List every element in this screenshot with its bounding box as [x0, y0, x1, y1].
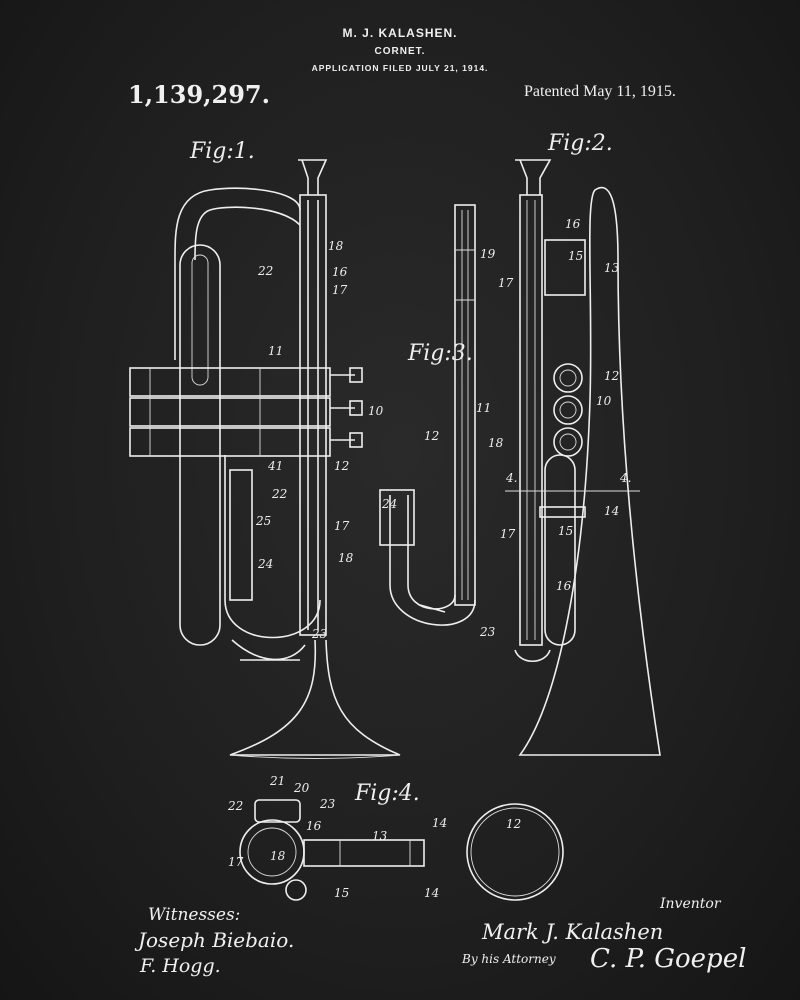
reference-numeral: 13 — [604, 261, 620, 275]
reference-numeral: 19 — [480, 247, 496, 261]
attorney-label: By his Attorney — [462, 952, 556, 966]
reference-numeral: 15 — [568, 249, 583, 263]
witnesses-label: Witnesses: — [148, 905, 241, 925]
attorney-signature: C. P. Goepel — [590, 944, 747, 974]
reference-numeral: 16 — [332, 265, 348, 279]
reference-numeral: 14 — [424, 886, 439, 900]
figure-label-fig2: Fig:2. — [547, 131, 613, 156]
reference-numeral: 18 — [488, 436, 504, 450]
reference-numeral: 12 — [334, 459, 349, 473]
reference-numeral: 24 — [257, 557, 273, 571]
reference-numeral: 14 — [432, 816, 447, 830]
reference-numeral: 18 — [338, 551, 354, 565]
reference-numeral: 22 — [257, 264, 273, 278]
reference-numeral: 24 — [381, 497, 397, 511]
reference-numeral: 17 — [332, 283, 348, 297]
reference-numeral: 18 — [270, 849, 286, 863]
reference-numeral: 13 — [372, 829, 388, 843]
reference-numeral: 15 — [558, 524, 573, 538]
patent-date: Patented May 11, 1915. — [524, 83, 676, 100]
reference-numeral: 12 — [506, 817, 521, 831]
reference-numeral: 18 — [328, 239, 344, 253]
reference-numeral: 17 — [228, 855, 244, 869]
reference-numeral: 17 — [500, 527, 516, 541]
figure-label-fig1: Fig:1. — [189, 139, 255, 164]
reference-numeral: 14 — [604, 504, 619, 518]
reference-numeral: 17 — [334, 519, 350, 533]
patent-title: CORNET. — [374, 46, 426, 57]
reference-numeral: 16 — [556, 579, 572, 593]
reference-numeral: 22 — [227, 799, 243, 813]
reference-numeral: 21 — [269, 774, 285, 788]
figure-4-cross-section — [239, 799, 564, 901]
reference-numeral: 4. — [505, 471, 517, 485]
inventor-name: M. J. KALASHEN. — [342, 26, 458, 40]
figure-label-fig4: Fig:4. — [354, 781, 420, 806]
reference-numeral: 41 — [267, 459, 283, 473]
inventor-label: Inventor — [660, 896, 721, 912]
patent-number: 1,139,297. — [128, 80, 270, 109]
reference-numeral: 16 — [565, 217, 581, 231]
figure-label-fig3: Fig:3. — [407, 341, 473, 366]
reference-numeral: 23 — [319, 797, 336, 811]
reference-numeral: 10 — [368, 404, 384, 418]
reference-numeral: 23 — [479, 625, 496, 639]
reference-numeral: 11 — [476, 401, 491, 415]
reference-numeral: 17 — [498, 276, 514, 290]
reference-numeral: 25 — [255, 514, 271, 528]
reference-numeral: 23 — [311, 627, 328, 641]
reference-numeral: 11 — [268, 344, 283, 358]
witness-signature-1: Joseph Biebaio. — [138, 928, 295, 952]
reference-numeral: 4. — [619, 471, 631, 485]
figure-3-slide — [379, 204, 476, 626]
reference-numeral: 10 — [596, 394, 612, 408]
reference-numeral: 15 — [334, 886, 349, 900]
reference-numeral: 12 — [424, 429, 439, 443]
reference-numeral: 12 — [604, 369, 619, 383]
reference-numeral: 16 — [306, 819, 322, 833]
reference-numeral: 20 — [293, 781, 310, 795]
figure-1-cornet-side — [129, 159, 401, 759]
witness-signature-2: F. Hogg. — [140, 955, 221, 977]
reference-numeral: 22 — [271, 487, 287, 501]
inventor-signature: Mark J. Kalashen — [482, 920, 664, 944]
filing-date: APPLICATION FILED JULY 21, 1914. — [311, 63, 489, 73]
figure-2-cornet-front — [505, 159, 661, 756]
